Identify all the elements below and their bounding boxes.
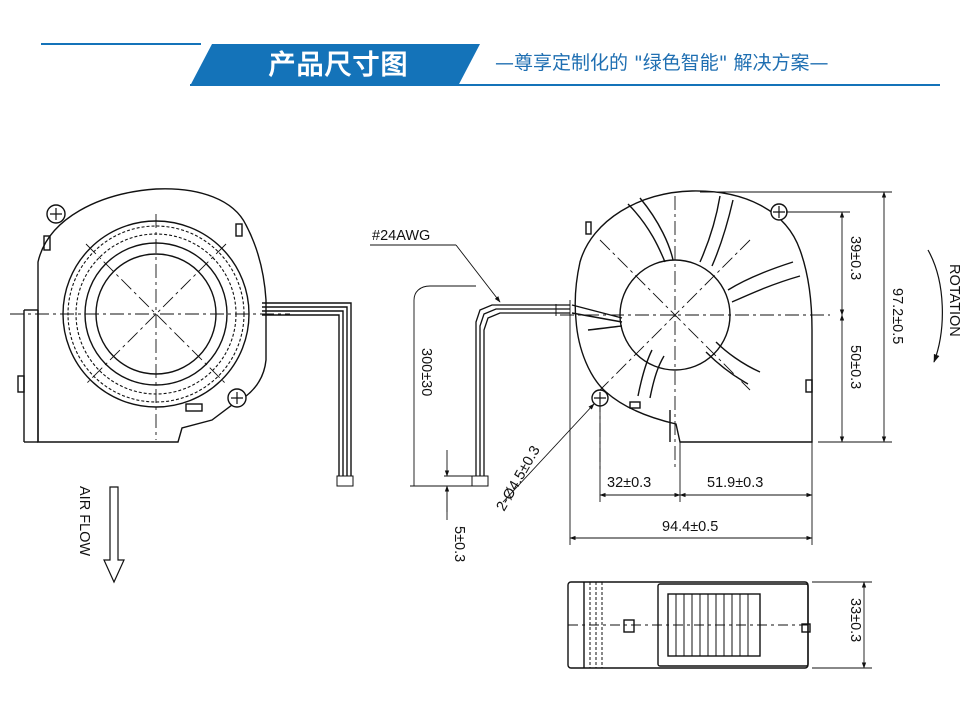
header-rule-bottom (190, 84, 940, 86)
thickness-dimension (812, 581, 872, 669)
height-dimensions (700, 191, 892, 443)
rear-view-centerlines (560, 196, 830, 470)
width-dimensions (569, 300, 813, 545)
strip-length-label: 5±0.3 (451, 526, 467, 562)
page-subtitle: —尊享定制化的 "绿色智能" 解决方案— (495, 52, 829, 74)
hole-to-edge-label: 51.9±0.3 (707, 475, 763, 491)
wire-harness (471, 304, 570, 487)
page-title: 产品尺寸图 (268, 50, 409, 81)
mount-hole-leader (502, 403, 595, 503)
lower-height-label: 50±0.3 (847, 345, 863, 389)
fan-rear-view (571, 190, 813, 443)
strip-length-dimension (444, 450, 474, 520)
lead-length-dimension (410, 285, 476, 487)
rotation-label: ROTATION (946, 264, 962, 337)
header-banner (190, 44, 480, 86)
wire-gauge-leader (370, 244, 501, 303)
mount-hole-label: 2-Ø4.5±0.3 (494, 443, 544, 514)
hole-offset-label: 32±0.3 (607, 475, 651, 491)
blower-front-view (17, 188, 354, 487)
front-view-centerlines (10, 214, 290, 440)
thickness-label: 33±0.3 (847, 598, 863, 642)
overall-height-label: 97.2±0.5 (889, 288, 905, 344)
lead-length-label: 300±30 (418, 348, 434, 396)
fan-side-view (567, 581, 811, 669)
overall-width-label: 94.4±0.5 (662, 519, 718, 535)
header-rule-left (41, 43, 201, 45)
rotation-arrow (927, 249, 943, 363)
air-flow-arrow (103, 486, 125, 584)
upper-height-label: 39±0.3 (847, 236, 863, 280)
wire-gauge-label: #24AWG (372, 228, 430, 244)
air-flow-label: AIR FLOW (76, 486, 92, 556)
